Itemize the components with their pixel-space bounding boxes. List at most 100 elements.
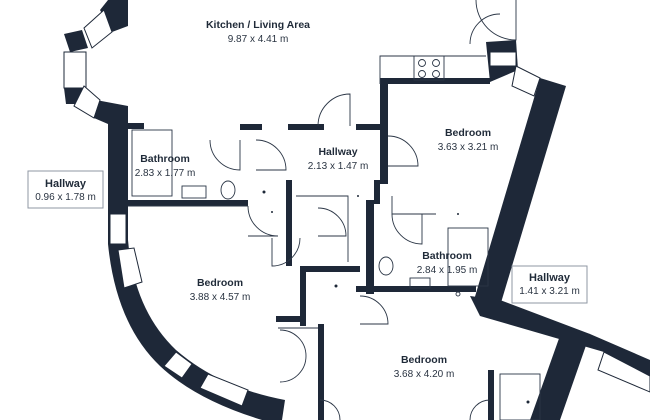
doors <box>209 0 517 420</box>
marker-dot <box>271 211 273 213</box>
window-curve-1 <box>117 247 143 289</box>
hob-ring-4 <box>432 70 440 78</box>
hallway-wall-r <box>288 124 324 130</box>
window-bay-3 <box>83 9 113 49</box>
door-arc-bedroom-sw <box>271 237 301 267</box>
door-arc-bedroom-ne <box>387 135 419 167</box>
bay-wall-upper <box>64 30 88 52</box>
hall-wall-vert2 <box>374 180 380 204</box>
hall-core-vert <box>300 266 306 326</box>
hall-core-wall <box>300 266 360 272</box>
kitchen-counter <box>379 55 486 84</box>
hob-ring-3 <box>418 70 426 78</box>
room-kitchen: Kitchen / Living Area 9.87 x 4.41 m <box>206 19 310 45</box>
callout-hallway-e-name: Hallway <box>529 272 571 284</box>
bath-e-drain <box>455 291 461 297</box>
door-arc-bath-w <box>209 139 241 171</box>
closet-wall <box>276 316 306 322</box>
bath-w-toilet <box>220 180 236 200</box>
bathroom-e-bottom <box>356 286 476 292</box>
door-arc-bath-e <box>391 213 423 245</box>
door-arc-kitchen-hall <box>317 93 351 127</box>
door-arc-closet <box>317 207 347 237</box>
callout-hallway-w-name: Hallway <box>45 178 87 190</box>
callout-hallway-w: Hallway 0.96 x 1.78 m <box>27 170 104 209</box>
se-wall-2 <box>530 330 590 420</box>
room-bathroom-w-dims: 2.83 x 1.77 m <box>135 168 196 179</box>
door-arc-hall-left <box>255 139 287 171</box>
window-curve-2 <box>163 351 193 379</box>
door-arc-bottom <box>319 399 341 420</box>
bedroom-ne-top-wall <box>380 78 490 84</box>
room-kitchen-name: Kitchen / Living Area <box>206 19 310 31</box>
marker-dot <box>262 190 266 194</box>
fixtures <box>128 55 541 420</box>
room-bathroom-w: Bathroom 2.83 x 1.77 m <box>135 153 196 179</box>
room-bedroom-sw: Bedroom 3.88 x 4.57 m <box>190 277 251 303</box>
bay-wall-top <box>100 0 128 32</box>
hob-ring-1 <box>418 59 426 67</box>
bath-e-basin <box>409 277 431 289</box>
bath-e-tub <box>447 227 489 287</box>
hall-wall-vert <box>286 180 292 266</box>
room-bedroom-ne: Bedroom 3.63 x 3.21 m <box>438 127 499 153</box>
curved-wall-sw <box>108 214 285 420</box>
closet-se <box>488 370 494 420</box>
window-ne <box>511 65 541 97</box>
marker-dot <box>526 400 530 404</box>
windows <box>63 9 650 407</box>
room-hallway-center-name: Hallway <box>318 146 357 158</box>
door-arc-kitchen-top2 <box>469 13 501 45</box>
room-bedroom-sw-name: Bedroom <box>197 277 243 289</box>
closet-se-box <box>499 373 541 420</box>
bathroom-w-bottom-wall <box>128 200 248 206</box>
marker-dots <box>262 190 530 404</box>
bathroom-e-wall <box>366 200 374 294</box>
partition-2 <box>296 195 349 262</box>
bath-e-toilet <box>378 256 394 276</box>
east-diagonal-wall <box>474 78 566 306</box>
window-bay-2 <box>73 85 101 119</box>
window-n <box>489 51 517 67</box>
marker-dot <box>334 284 338 288</box>
room-bedroom-sw-dims: 3.88 x 4.57 m <box>190 292 251 303</box>
door-arc-bedroom-se <box>359 295 389 325</box>
bedroom-ne-w-wall <box>380 82 388 184</box>
walls <box>64 0 650 420</box>
room-bathroom-e-name: Bathroom <box>422 250 472 262</box>
room-hallway-center-dims: 2.13 x 1.47 m <box>308 161 369 172</box>
room-bedroom-ne-dims: 3.63 x 3.21 m <box>438 142 499 153</box>
callout-hallway-w-dims: 0.96 x 1.78 m <box>35 192 96 203</box>
hob-ring-2 <box>432 59 440 67</box>
callout-hallway-e: Hallway 1.41 x 3.21 m <box>511 265 588 304</box>
marker-dot <box>357 195 359 197</box>
room-bedroom-se: Bedroom 3.68 x 4.20 m <box>394 354 455 380</box>
se-wall <box>470 296 650 392</box>
hallway-wall <box>240 124 262 130</box>
room-bathroom-w-name: Bathroom <box>140 153 190 165</box>
window-se <box>597 351 650 393</box>
hallway-wall-r2 <box>356 124 380 130</box>
window-w <box>109 213 127 245</box>
callout-hallway-w-box <box>27 170 104 209</box>
bath-w-basin <box>181 185 207 199</box>
callout-hallway-e-box <box>511 265 588 304</box>
window-curve-3 <box>199 373 249 407</box>
bathroom-w-top-wall <box>128 123 144 129</box>
marker-dot <box>457 213 459 215</box>
room-bathroom-e-dims: 2.84 x 1.95 m <box>417 265 478 276</box>
door-arc-kitchen-top <box>475 0 517 41</box>
room-bedroom-se-dims: 3.68 x 4.20 m <box>394 369 455 380</box>
door-arc-closet-sw-2 <box>279 355 307 383</box>
partition-4 <box>391 196 436 215</box>
door-arc-closet-sw-1 <box>279 329 307 357</box>
room-kitchen-dims: 9.87 x 4.41 m <box>228 34 289 45</box>
room-hallway-center: Hallway 2.13 x 1.47 m <box>308 146 369 172</box>
room-bedroom-ne-name: Bedroom <box>445 127 491 139</box>
west-wall-upper <box>94 100 128 214</box>
door-arc-bottom2 <box>469 399 491 420</box>
callout-hallway-e-dims: 1.41 x 3.21 m <box>519 286 580 297</box>
closet-vert <box>318 324 324 420</box>
hob <box>413 55 445 81</box>
